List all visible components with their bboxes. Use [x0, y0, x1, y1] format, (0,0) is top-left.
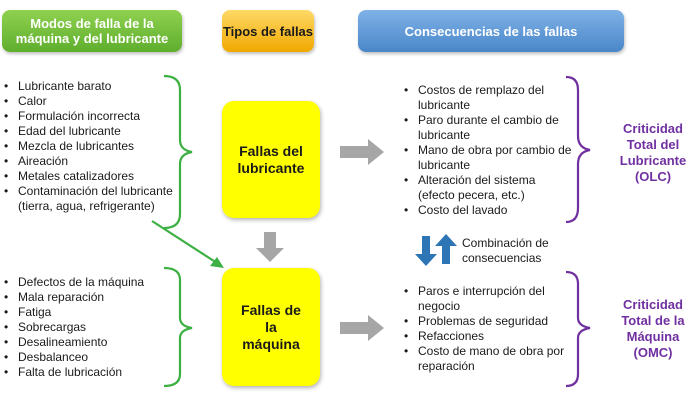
list-item: Alteración del sistema (efecto pecera, e…	[402, 173, 572, 203]
header-failure-types-text: Tipos de fallas	[222, 23, 314, 39]
lubricant-criticality: Criticidad Total del Lubricante (OLC)	[619, 121, 687, 184]
list-item: Costo del lavado	[402, 203, 572, 218]
list-item: Aireación	[2, 154, 174, 169]
header-failure-modes-text: Modos de falla de la máquina y del lubri…	[15, 16, 169, 46]
list-item: Fatiga	[2, 305, 174, 320]
combination-up-arrow	[435, 234, 457, 264]
list-item: Costo de mano de obra por reparación	[402, 344, 574, 374]
lubricant-failure-label: Fallas del lubricante	[237, 142, 305, 176]
combination-down-arrow	[415, 236, 437, 266]
list-item: Desalineamiento	[2, 335, 174, 350]
gray-arrow-right-top	[340, 139, 384, 165]
gray-arrow-right-bottom	[340, 315, 384, 341]
combination-label: Combinación de consecuencias	[462, 236, 549, 265]
gray-arrow-down	[256, 232, 284, 262]
machine-consequences-list: Paros e interrupción del negocio Problem…	[402, 284, 574, 374]
list-item: Lubricante barato	[2, 79, 174, 94]
machine-consequences-brace	[565, 270, 591, 388]
lubricant-consequences-brace	[565, 75, 591, 224]
list-item: Costos de remplazo del lubricante	[402, 83, 572, 113]
list-item: Desbalanceo	[2, 350, 174, 365]
header-consequences-text: Consecuencias de las fallas	[404, 23, 578, 39]
machine-modes-list: Defectos de la máquina Mala reparación F…	[2, 275, 174, 380]
list-item: Falta de lubricación	[2, 365, 174, 380]
list-item: Paros e interrupción del negocio	[402, 284, 574, 314]
header-failure-types: Tipos de fallas	[222, 10, 314, 52]
list-item: Edad del lubricante	[2, 124, 174, 139]
lubricant-modes-brace	[163, 74, 193, 230]
list-item: Defectos de la máquina	[2, 275, 174, 290]
list-item: Problemas de seguridad	[402, 314, 574, 329]
green-diagonal-arrow-line	[151, 220, 218, 264]
machine-failure-box: Fallas de la máquina	[222, 268, 320, 386]
list-item: Metales catalizadores	[2, 169, 174, 184]
list-item: Refacciones	[402, 329, 574, 344]
list-item: Calor	[2, 94, 174, 109]
list-item: Sobrecargas	[2, 320, 174, 335]
list-item: Mala reparación	[2, 290, 174, 305]
list-item: Formulación incorrecta	[2, 109, 174, 124]
list-item: Paro durante el cambio de lubricante	[402, 113, 572, 143]
lubricant-failure-box: Fallas del lubricante	[222, 101, 320, 218]
header-consequences: Consecuencias de las fallas	[358, 10, 624, 52]
list-item: Contaminación del lubricante (tierra, ag…	[2, 184, 174, 214]
machine-modes-brace	[163, 266, 193, 388]
lubricant-modes-list: Lubricante barato Calor Formulación inco…	[2, 79, 174, 214]
lubricant-consequences-list: Costos de remplazo del lubricante Paro d…	[402, 83, 572, 218]
green-diagonal-arrow-head	[210, 257, 224, 268]
machine-criticality: Criticidad Total de la Máquina (OMC)	[621, 297, 685, 360]
machine-failure-label: Fallas de la máquina	[241, 301, 301, 352]
list-item: Mano de obra por cambio de lubricante	[402, 143, 572, 173]
header-failure-modes: Modos de falla de la máquina y del lubri…	[2, 10, 182, 52]
list-item: Mezcla de lubricantes	[2, 139, 174, 154]
